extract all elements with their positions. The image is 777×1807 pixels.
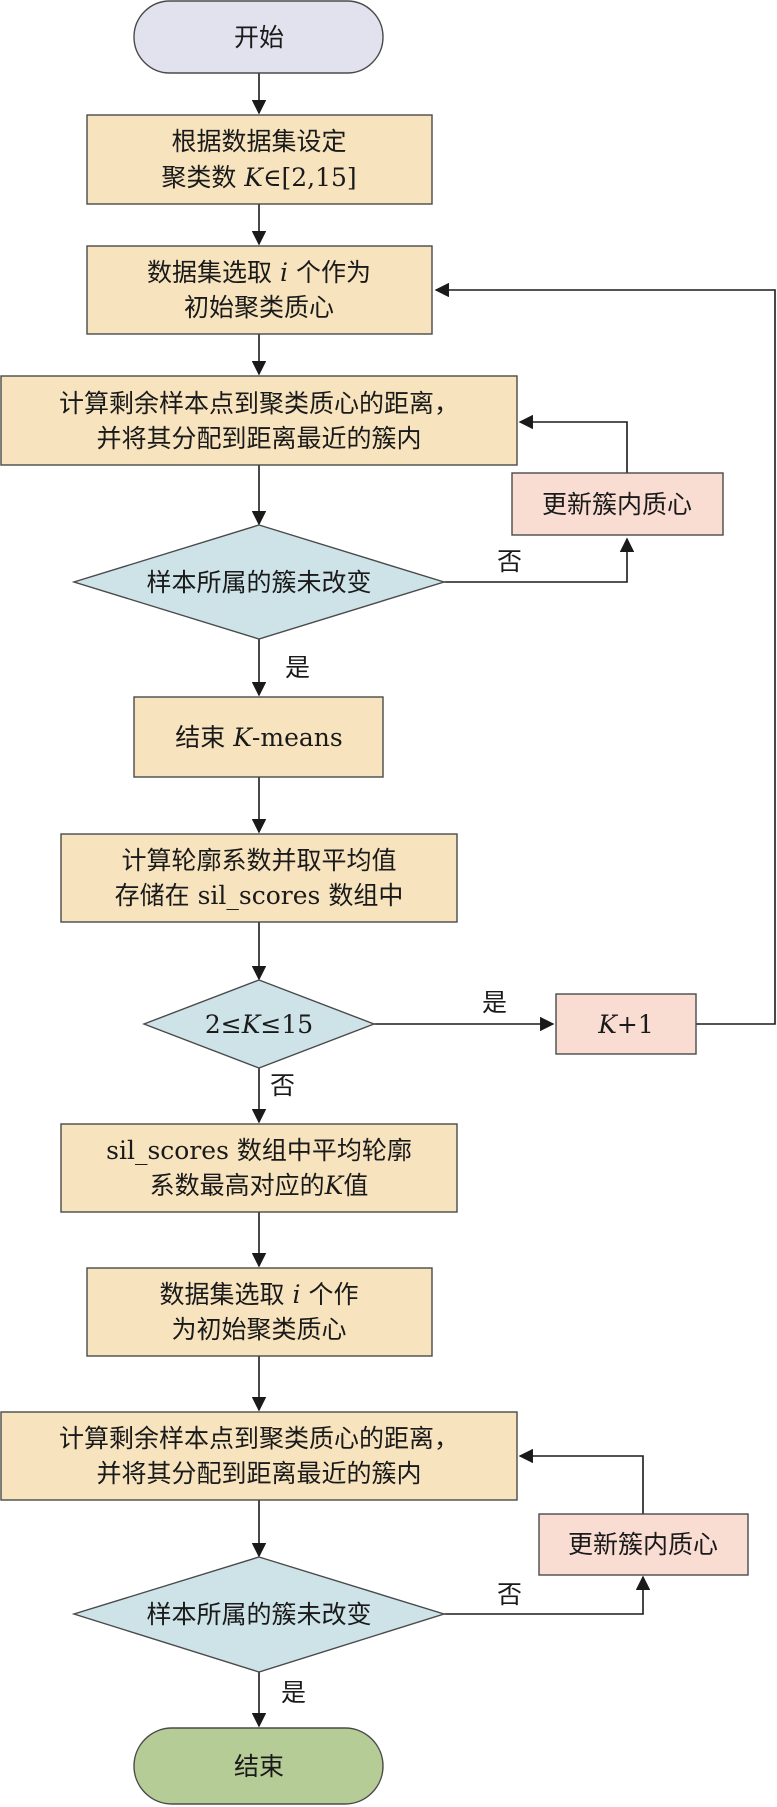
edge-label-check-2-no: 否 (497, 1580, 522, 1609)
select-centroids-1-line-2: 初始聚类质心 (184, 293, 334, 322)
silhouette-line-2: 存储在 sil_scores 数组中 (115, 881, 404, 910)
assign-clusters-2-line-2: 并将其分配到距离最近的簇内 (96, 1459, 421, 1488)
select-centroids-2-variable: i (293, 1280, 301, 1309)
k-range-variable: K (241, 1010, 262, 1039)
assign-clusters-1-node: 计算剩余样本点到聚类质心的距离， 并将其分配到距离最近的簇内 (0, 375, 518, 466)
select-centroids-1-node: 数据集选取 i 个作为 初始聚类质心 (86, 245, 433, 335)
set-k-range: ∈[2,15] (263, 163, 357, 192)
edge-label-k-range-no: 否 (270, 1071, 295, 1100)
k-range-prefix: 2≤ (205, 1010, 242, 1039)
end-kmeans-suffix: -means (252, 723, 343, 752)
edge-label-check-1-yes: 是 (285, 653, 310, 682)
edge-label-check-1-no: 否 (497, 547, 522, 576)
best-k-box (60, 1123, 458, 1213)
update-centroids-2-label: 更新簇内质心 (568, 1530, 718, 1559)
end-kmeans-label: 结束 K-means (175, 723, 342, 752)
edge-check-2-no-to-update-2 (444, 1575, 651, 1615)
end-label: 结束 (234, 1752, 284, 1781)
silhouette-node: 计算轮廓系数并取平均值 存储在 sil_scores 数组中 (60, 833, 458, 923)
set-k-variable: K (243, 163, 264, 192)
select-centroids-1-variable: i (280, 258, 288, 287)
set-k-line-2: 聚类数 K∈[2,15] (161, 163, 356, 192)
end-node: 结束 (133, 1727, 384, 1805)
best-k-line-2: 系数最高对应的K值 (150, 1171, 369, 1200)
select-centroids-2-box (86, 1267, 433, 1357)
end-kmeans-variable: K (232, 723, 253, 752)
k-plus-one-label: K+1 (597, 1010, 654, 1039)
check-unchanged-1-diamond (71, 524, 447, 640)
k-range-node: 2≤K≤15 (142, 979, 376, 1069)
check-unchanged-2-label: 样本所属的簇未改变 (146, 1600, 371, 1629)
connectors (251, 73, 776, 1728)
select-centroids-2-node: 数据集选取 i 个作 为初始聚类质心 (86, 1267, 433, 1357)
k-range-suffix: ≤15 (260, 1010, 313, 1039)
select-centroids-1-suffix: 个作为 (288, 258, 371, 287)
assign-clusters-1-line-2: 并将其分配到距离最近的簇内 (96, 424, 421, 453)
update-centroids-1-box (511, 472, 724, 536)
select-centroids-1-line-1: 数据集选取 i 个作为 (147, 258, 371, 287)
best-k-line-2-prefix: 系数最高对应的 (150, 1171, 325, 1200)
select-centroids-1-prefix: 数据集选取 (147, 258, 280, 287)
assign-clusters-2-node: 计算剩余样本点到聚类质心的距离， 并将其分配到距离最近的簇内 (0, 1411, 518, 1501)
end-kmeans-node: 结束 K-means (133, 696, 384, 778)
select-centroids-2-line-1: 数据集选取 i 个作 (160, 1280, 359, 1309)
edge-label-k-range-yes: 是 (482, 988, 507, 1017)
update-centroids-1-node: 更新簇内质心 (511, 472, 724, 536)
start-terminator-shape (133, 0, 384, 74)
assign-clusters-1-line-1: 计算剩余样本点到聚类质心的距离， (59, 389, 459, 418)
check-unchanged-1-node: 样本所属的簇未改变 (71, 524, 447, 640)
check-unchanged-1-label: 样本所属的簇未改变 (146, 568, 371, 597)
end-terminator-shape (133, 1727, 384, 1805)
best-k-node: sil_scores 数组中平均轮廓 系数最高对应的K值 (60, 1123, 458, 1213)
edge-check-1-no-to-update-1 (444, 537, 635, 583)
k-plus-one-box (555, 993, 697, 1055)
set-k-node: 根据数据集设定 聚类数 K∈[2,15] (86, 114, 433, 205)
end-kmeans-prefix: 结束 (175, 723, 233, 752)
edge-labels: 否 是 是 否 否 是 (270, 547, 522, 1707)
silhouette-box (60, 833, 458, 923)
set-k-line-2-prefix: 聚类数 (161, 163, 244, 192)
assign-clusters-2-box (0, 1411, 518, 1501)
k-plus-one-variable: K (597, 1010, 618, 1039)
select-centroids-1-box (86, 245, 433, 335)
assign-clusters-1-box (0, 375, 518, 466)
k-plus-one-node: K+1 (555, 993, 697, 1055)
k-range-label: 2≤K≤15 (205, 1010, 313, 1039)
check-unchanged-2-node: 样本所属的簇未改变 (71, 1556, 447, 1673)
end-kmeans-box (133, 696, 384, 778)
update-centroids-2-node: 更新簇内质心 (538, 1513, 749, 1576)
select-centroids-2-line-2: 为初始聚类质心 (171, 1315, 346, 1344)
edge-label-check-2-yes: 是 (281, 1678, 306, 1707)
select-centroids-2-prefix: 数据集选取 (160, 1280, 293, 1309)
select-centroids-2-suffix: 个作 (301, 1280, 359, 1309)
update-centroids-2-box (538, 1513, 749, 1576)
silhouette-line-1: 计算轮廓系数并取平均值 (121, 846, 396, 875)
start-label: 开始 (234, 23, 284, 52)
start-node: 开始 (133, 0, 384, 74)
k-range-diamond (142, 979, 376, 1069)
check-unchanged-2-diamond (71, 1556, 447, 1673)
set-k-box (86, 114, 433, 205)
k-plus-one-suffix: +1 (617, 1010, 654, 1039)
edge-update-2-to-assign-2 (518, 1448, 644, 1514)
set-k-line-1: 根据数据集设定 (171, 127, 346, 156)
update-centroids-1-label: 更新簇内质心 (542, 490, 692, 519)
best-k-line-2-suffix: 值 (343, 1171, 368, 1200)
best-k-variable: K (324, 1171, 345, 1200)
assign-clusters-2-line-1: 计算剩余样本点到聚类质心的距离， (59, 1424, 459, 1453)
edge-k-plus-to-select-1 (434, 282, 776, 1025)
best-k-line-1: sil_scores 数组中平均轮廓 (106, 1136, 412, 1165)
edge-update-1-to-assign-1 (518, 414, 628, 473)
